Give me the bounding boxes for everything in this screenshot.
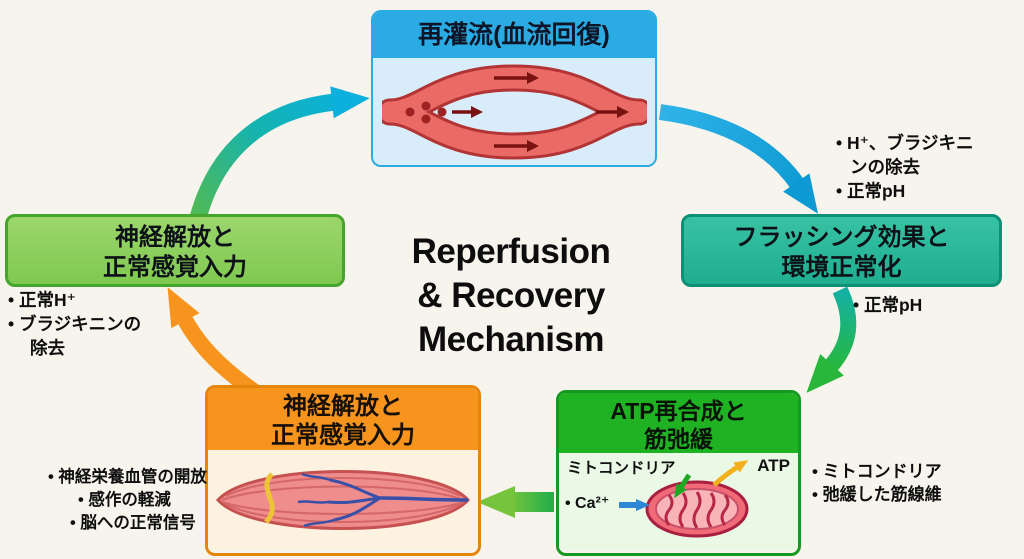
arrow-top-to-right-icon [658, 104, 819, 214]
blood-vessel-illustration [373, 58, 655, 165]
annotation-flushing-top: • H⁺、ブラジキニ ンの除去 • 正常pH [836, 131, 974, 203]
annotation-line: • 弛緩した筋線維 [812, 485, 942, 505]
atp-output-label: ATP [757, 456, 790, 475]
annotation-line: ンの除去 [850, 157, 920, 178]
node-flushing: フラッシング効果と 環境正常化 [681, 214, 1002, 287]
title-line1: Reperfusion [411, 232, 611, 271]
node-nerve-release-bottom: 神経解放と 正常感覚入力 [205, 385, 481, 556]
atp-title-line2: 筋弛緩 [644, 425, 713, 452]
annotation-flushing-side: • 正常pH [853, 293, 922, 317]
flushing-label-line1: フラッシング効果と [733, 224, 950, 251]
nerve-left-title-line1: 神経解放と [115, 224, 235, 251]
arrow-nerve-to-left-icon [167, 287, 260, 399]
annotation-line: • 神経栄養血管の開放 [48, 468, 207, 486]
annotation-nerve-left-side: • 正常H⁺ • ブラジキニンの 除去 [8, 288, 141, 360]
annotation-line: • 感作の軽減 [78, 490, 171, 509]
muscle-illustration [208, 450, 478, 550]
annotation-line: 除去 [30, 338, 65, 359]
annotation-line: • H⁺、ブラジキニ [836, 133, 974, 153]
flushing-label-line2: 環境正常化 [781, 254, 902, 281]
annotation-line: • ブラジキニンの [8, 314, 142, 335]
mitochondria-icon [619, 460, 749, 538]
annotation-nerve-bottom-side: • 神経栄養血管の開放 • 感作の軽減 • 脳への正常信号 [48, 466, 207, 534]
annotation-atp-side: • ミトコンドリア • 弛緩した筋線維 [812, 460, 942, 507]
diagram-title: Reperfusion & Recovery Mechanism [382, 230, 640, 362]
nerve-bottom-title-line2: 正常感覚入力 [271, 421, 415, 449]
arrow-left-to-top-icon [186, 86, 370, 232]
title-line2: & Recovery [417, 276, 605, 316]
annotation-line: • 正常H⁺ [8, 290, 76, 310]
title-line3: Mechanism [417, 320, 605, 360]
vessel-icon [381, 63, 647, 160]
muscle-icon [215, 470, 471, 530]
node-atp: ATP再合成と 筋弛緩 ミトコンドリア ATP • Ca²⁺ [556, 390, 801, 556]
annotation-line: • 脳への正常信号 [70, 513, 196, 532]
reperfusion-title: 再灌流(血流回復) [373, 12, 655, 58]
mitochondria-label: ミトコンドリア [567, 460, 676, 477]
node-nerve-release-left: 神経解放と 正常感覚入力 [5, 214, 345, 287]
nerve-bottom-title-line1: 神経解放と [283, 393, 403, 420]
arrow-right-to-atp-icon [806, 286, 857, 393]
nerve-bottom-title: 神経解放と 正常感覚入力 [208, 388, 478, 450]
annotation-line: • 正常pH [853, 295, 923, 315]
node-reperfusion: 再灌流(血流回復) [371, 10, 657, 167]
atp-title: ATP再合成と 筋弛緩 [559, 393, 798, 453]
nerve-left-title-line2: 正常感覚入力 [103, 254, 247, 281]
mitochondria-illustration: ミトコンドリア ATP • Ca²⁺ [559, 453, 798, 550]
annotation-line: • 正常pH [836, 181, 906, 202]
annotation-line: • ミトコンドリア [812, 462, 942, 481]
calcium-label: • Ca²⁺ [565, 495, 610, 512]
atp-title-line1: ATP再合成と [610, 398, 747, 424]
